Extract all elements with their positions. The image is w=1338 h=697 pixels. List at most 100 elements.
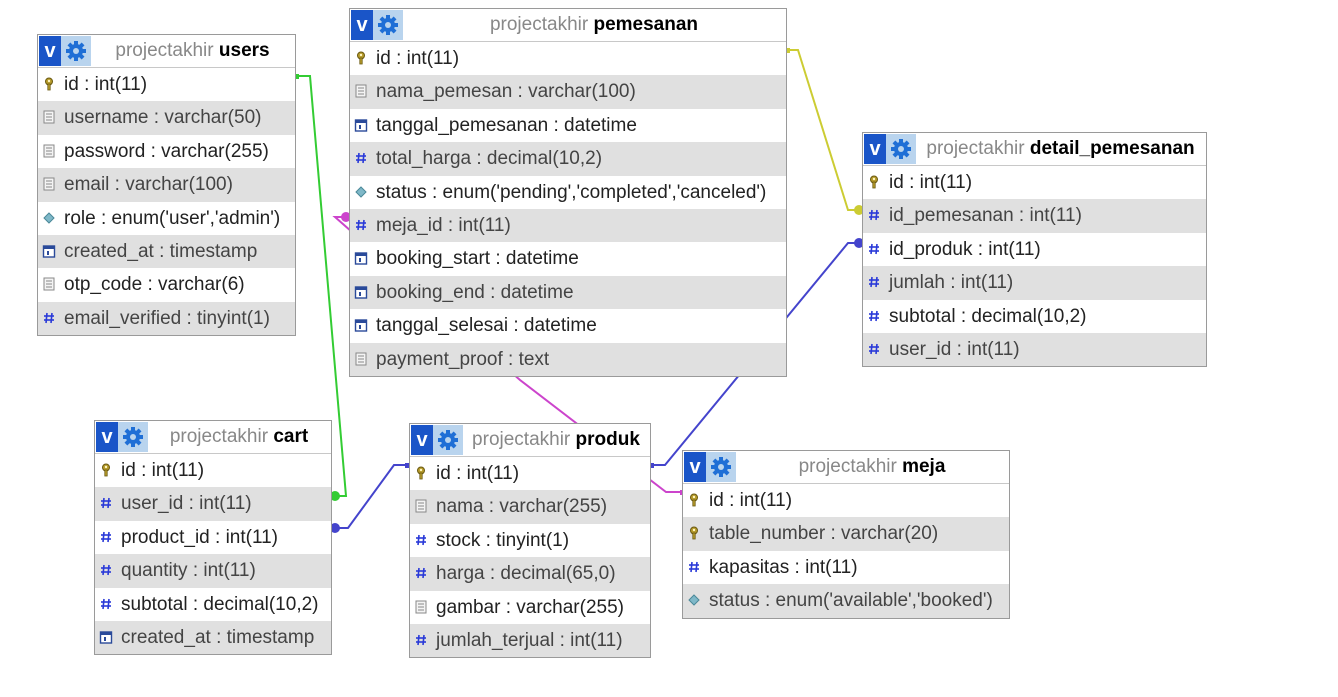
field-row[interactable]: id : int(11) [38,68,295,101]
relation-end-dot [330,491,340,501]
table-options-icon[interactable] [886,134,916,164]
relation-meja-pemesanan [332,216,683,493]
field-label: stock : tinyint(1) [436,529,570,551]
field-row[interactable]: subtotal : decimal(10,2) [863,300,1206,333]
enum-icon [354,185,368,199]
key-icon [687,493,701,507]
field-label: user_id : int(11) [121,493,252,515]
relation-end-dot [854,238,864,248]
field-row[interactable]: nama_pemesan : varchar(100) [350,75,786,109]
field-row[interactable]: jumlah : int(11) [863,266,1206,300]
relation-end-dot [330,523,340,533]
field-row[interactable]: id : int(11) [350,42,786,75]
relation-end-dot [854,205,864,215]
field-row[interactable]: id : int(11) [95,454,331,487]
field-label: nama : varchar(255) [436,496,608,518]
table-options-icon[interactable] [433,425,463,455]
field-row[interactable]: meja_id : int(11) [350,208,786,243]
field-row[interactable]: otp_code : varchar(6) [38,268,295,301]
view-toggle-icon[interactable]: v [39,36,61,66]
field-row[interactable]: id : int(11) [683,484,1009,517]
field-row[interactable]: total_harga : decimal(10,2) [350,142,786,176]
table-options-icon[interactable] [118,422,148,452]
number-icon [354,218,368,232]
number-icon [42,311,56,325]
field-row[interactable]: created_at : timestamp [38,234,295,269]
view-toggle-icon[interactable]: v [96,422,118,452]
field-row[interactable]: gambar : varchar(255) [410,591,650,624]
field-row[interactable]: user_id : int(11) [95,487,331,521]
database-name: projectakhir [798,456,897,477]
field-label: jumlah_terjual : int(11) [436,629,623,651]
table-title: projectakhir users [94,35,291,67]
number-icon [354,151,368,165]
number-icon [99,597,113,611]
table-options-icon[interactable] [61,36,91,66]
field-label: id : int(11) [436,463,520,484]
field-row[interactable]: username : varchar(50) [38,101,295,135]
field-row[interactable]: kapasitas : int(11) [683,551,1009,584]
number-icon [99,496,113,510]
field-label: table_number : varchar(20) [709,523,939,545]
field-row[interactable]: id : int(11) [410,457,650,490]
field-row[interactable]: email_verified : tinyint(1) [38,301,295,336]
field-row[interactable]: id_produk : int(11) [863,233,1206,266]
field-row[interactable]: tanggal_selesai : datetime [350,309,786,342]
field-row[interactable]: password : varchar(255) [38,135,295,168]
field-row[interactable]: user_id : int(11) [863,332,1206,367]
date-icon [354,318,368,332]
view-toggle-icon[interactable]: v [864,134,886,164]
field-row[interactable]: jumlah_terjual : int(11) [410,623,650,658]
field-row[interactable]: email : varchar(100) [38,168,295,202]
view-toggle-icon[interactable]: v [411,425,433,455]
table-header[interactable]: v projectakhir pemesanan [350,9,786,42]
field-label: tanggal_pemesanan : datetime [376,114,637,136]
field-label: kapasitas : int(11) [709,556,858,578]
key-icon [99,463,113,477]
table-options-icon[interactable] [706,452,736,482]
field-row[interactable]: stock : tinyint(1) [410,524,650,557]
field-row[interactable]: id_pemesanan : int(11) [863,199,1206,233]
field-label: email : varchar(100) [64,174,233,196]
field-label: password : varchar(255) [64,140,269,162]
table-title: projectakhir pemesanan [406,9,782,41]
table-header[interactable]: v projectakhir users [38,35,295,68]
field-row[interactable]: booking_start : datetime [350,242,786,275]
field-row[interactable]: status : enum('available','booked') [683,584,1009,618]
field-row[interactable]: subtotal : decimal(10,2) [95,588,331,621]
number-icon [867,309,881,323]
field-row[interactable]: tanggal_pemesanan : datetime [350,109,786,142]
key-icon [42,77,56,91]
field-row[interactable]: payment_proof : text [350,342,786,376]
field-label: id : int(11) [889,172,973,193]
number-icon [867,342,881,356]
table-options-icon[interactable] [373,10,403,40]
number-icon [867,275,881,289]
view-toggle-icon[interactable]: v [684,452,706,482]
text-icon [414,600,428,614]
field-label: id : int(11) [709,490,793,511]
field-row[interactable]: quantity : int(11) [95,554,331,588]
field-row[interactable]: created_at : timestamp [95,620,331,655]
table-name: detail_pemesanan [1029,138,1195,159]
field-row[interactable]: product_id : int(11) [95,521,331,554]
field-row[interactable]: nama : varchar(255) [410,490,650,524]
number-icon [414,566,428,580]
field-row[interactable]: id : int(11) [863,166,1206,199]
field-row[interactable]: table_number : varchar(20) [683,517,1009,551]
field-row[interactable]: harga : decimal(65,0) [410,557,650,591]
field-row[interactable]: status : enum('pending','completed','can… [350,176,786,209]
view-toggle-icon[interactable]: v [351,10,373,40]
field-row[interactable]: booking_end : datetime [350,275,786,310]
field-row[interactable]: role : enum('user','admin') [38,202,295,235]
